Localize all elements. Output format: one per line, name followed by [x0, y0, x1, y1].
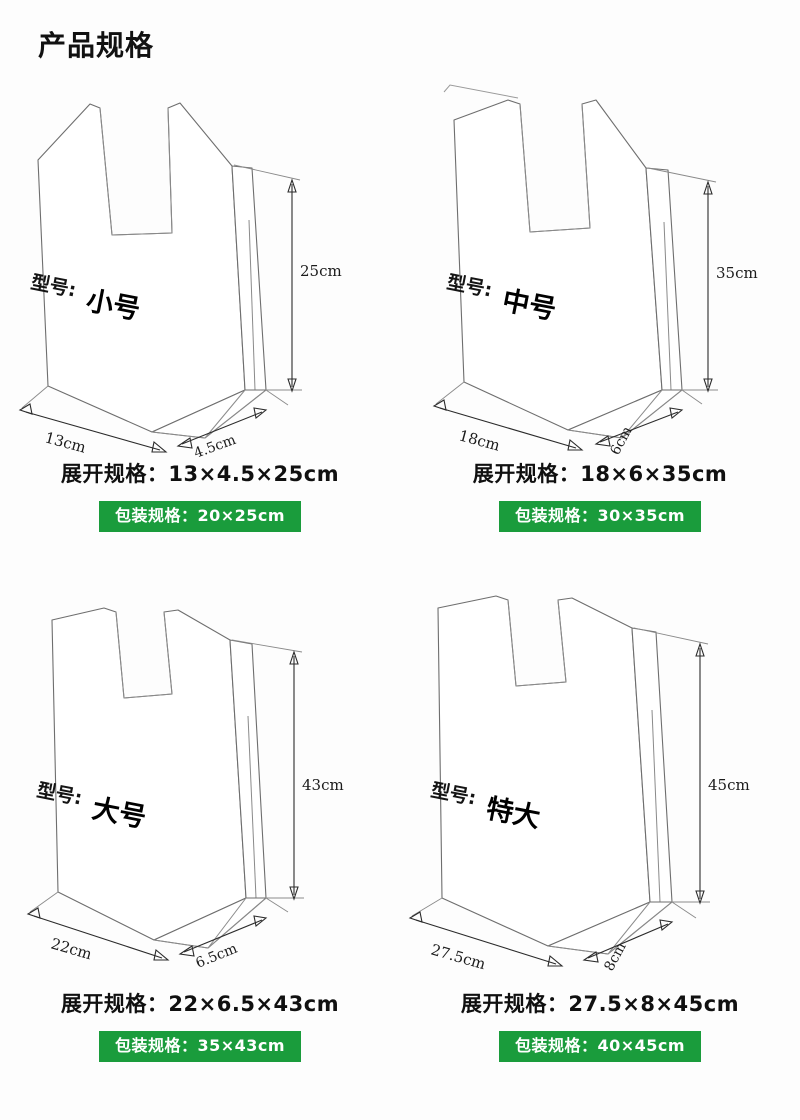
packaging-spec-badge-large: 包装规格：35×43cm: [98, 1031, 302, 1062]
bag-body-extra-large: [437, 595, 673, 955]
height-label-medium: 35cm: [716, 264, 758, 282]
bag-diagram-large: 型号: 大号 43cm: [0, 590, 400, 990]
width-label-large: 22cm: [49, 935, 94, 964]
caption-extra-large: 展开规格：27.5×8×45cm 包装规格：40×45cm: [400, 988, 800, 1062]
dimension-height-medium: 35cm: [647, 167, 758, 393]
width-label-medium: 18cm: [457, 426, 502, 454]
page-title: 产品规格: [38, 29, 155, 62]
bag-diagram-small: 型号: 小号 25cm: [0, 60, 400, 460]
badge-row-large: 包装规格：35×43cm: [0, 1031, 400, 1062]
unfolded-spec-large: 展开规格：22×6.5×43cm: [60, 992, 340, 1016]
width-label-small: 13cm: [43, 428, 88, 456]
spec-cell-extra-large: 型号: 特大 45cm: [400, 590, 800, 1120]
dimension-height-small: 25cm: [233, 164, 342, 393]
spec-cell-medium: 型号: 中号 35cm: [400, 60, 800, 590]
packaging-spec-badge-medium: 包装规格：30×35cm: [498, 501, 702, 532]
packaging-spec-badge-small: 包装规格：20×25cm: [98, 501, 302, 532]
spec-cell-large: 型号: 大号 43cm: [0, 590, 400, 1120]
height-label-small: 25cm: [300, 262, 342, 280]
unfolded-spec-extra-large: 展开规格：27.5×8×45cm: [460, 992, 740, 1016]
caption-large: 展开规格：22×6.5×43cm 包装规格：35×43cm: [0, 988, 400, 1062]
spec-cell-small: 型号: 小号 25cm: [0, 60, 400, 590]
badge-row-extra-large: 包装规格：40×45cm: [400, 1031, 800, 1062]
bag-diagram-medium: 型号: 中号 35cm: [400, 60, 800, 460]
unfolded-spec-small: 展开规格：13×4.5×25cm: [60, 462, 340, 486]
badge-row-medium: 包装规格：30×35cm: [400, 501, 800, 532]
height-label-extra-large: 45cm: [708, 776, 750, 794]
bag-body-small: [37, 102, 267, 439]
width-label-extra-large: 27.5cm: [429, 941, 488, 974]
bag-body-medium: [453, 99, 683, 439]
caption-medium: 展开规格：18×6×35cm 包装规格：30×35cm: [400, 458, 800, 532]
dimension-height-extra-large: 45cm: [633, 627, 750, 905]
dimension-height-large: 43cm: [231, 639, 344, 901]
spec-grid: 型号: 小号 25cm: [0, 60, 800, 1120]
badge-row-small: 包装规格：20×25cm: [0, 501, 400, 532]
height-label-large: 43cm: [302, 776, 344, 794]
bag-diagram-extra-large: 型号: 特大 45cm: [400, 590, 800, 990]
unfolded-spec-medium: 展开规格：18×6×35cm: [472, 462, 728, 486]
packaging-spec-badge-extra-large: 包装规格：40×45cm: [498, 1031, 702, 1062]
caption-small: 展开规格：13×4.5×25cm 包装规格：20×25cm: [0, 458, 400, 532]
bag-body-large: [51, 607, 267, 949]
stray-mark: [443, 84, 519, 99]
